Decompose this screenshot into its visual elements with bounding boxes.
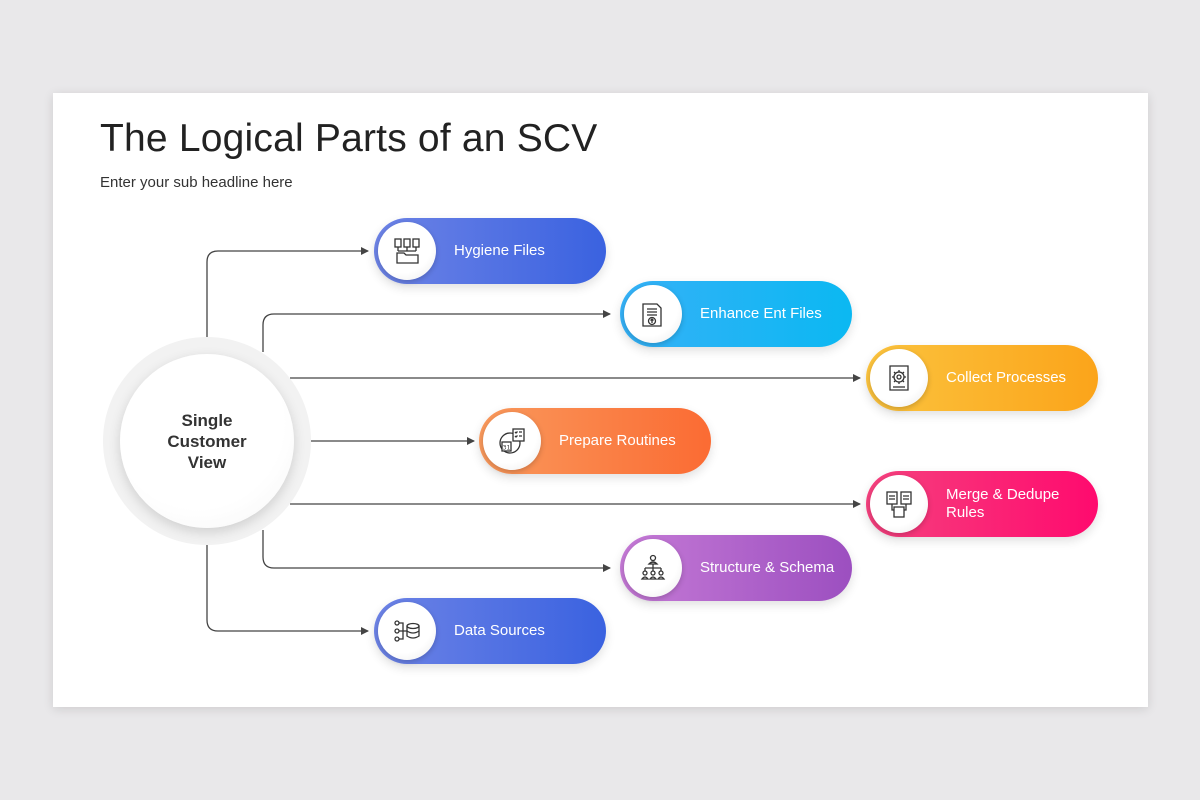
node-enhance-ent-files: Enhance Ent Files: [620, 281, 852, 347]
files-folder-icon: [378, 222, 436, 280]
node-label: Data Sources: [454, 622, 545, 639]
node-label: Collect Processes: [946, 369, 1067, 386]
hub-circle: Single Customer View: [103, 337, 311, 545]
node-label: Enhance Ent Files: [700, 305, 822, 322]
connector-structure-schema: [262, 530, 611, 572]
node-merge-dedupe-rules: Merge & Dedupe Rules: [866, 471, 1098, 537]
connector-hygiene-files: [206, 247, 369, 337]
calendar-checklist-icon: 31: [483, 412, 541, 470]
merge-documents-icon: [870, 475, 928, 533]
node-structure-schema: Structure & Schema: [620, 535, 852, 601]
node-label: Structure & Schema: [700, 559, 835, 576]
hub-inner-circle: Single Customer View: [120, 354, 294, 528]
document-upload-icon: [624, 285, 682, 343]
node-label: Hygiene Files: [454, 242, 545, 259]
hierarchy-icon: [624, 539, 682, 597]
node-label: Merge & Dedupe Rules: [946, 486, 1060, 521]
connector-data-sources: [206, 545, 369, 635]
node-hygiene-files: Hygiene Files: [374, 218, 606, 284]
connector-enhance-ent-files: [262, 310, 611, 352]
page-subtitle: Enter your sub headline here: [100, 174, 293, 191]
page-title: The Logical Parts of an SCV: [100, 117, 598, 160]
node-data-sources: Data Sources: [374, 598, 606, 664]
svg-text:31: 31: [503, 445, 511, 452]
node-prepare-routines: 31 Prepare Routines: [479, 408, 711, 474]
gear-document-icon: [870, 349, 928, 407]
node-label: Prepare Routines: [559, 432, 676, 449]
hub-label: Single Customer View: [167, 410, 247, 472]
database-network-icon: [378, 602, 436, 660]
node-collect-processes: Collect Processes: [866, 345, 1098, 411]
